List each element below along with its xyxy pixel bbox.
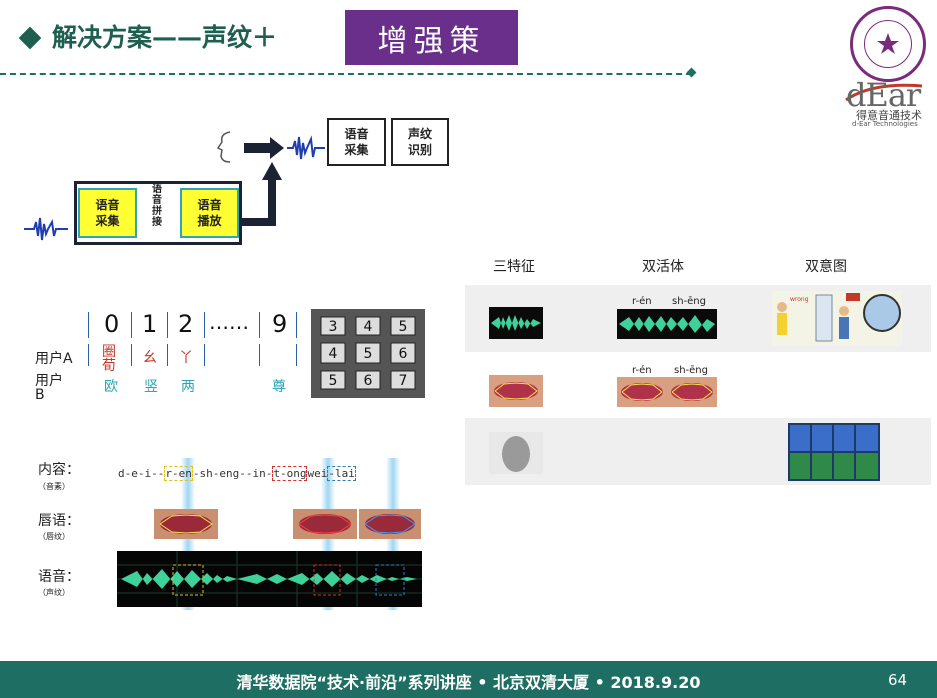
- row-separator: [259, 344, 260, 366]
- lip-blue-icon: [359, 509, 421, 539]
- user-a-cell-0: 圈荀: [102, 344, 116, 374]
- phoneme-highlight-tong: t-ong: [272, 466, 308, 481]
- top-capture-box: 语音 采集: [327, 118, 386, 166]
- header-dual-liveness: 双活体: [642, 259, 684, 275]
- row-separator: [167, 344, 168, 366]
- dear-logo-en: d-Ear Technologies: [852, 120, 918, 128]
- lip-thumb-icon: [489, 375, 543, 407]
- arrow-up-right-icon: [242, 162, 282, 226]
- attack-pipeline-box: [74, 181, 242, 245]
- svg-text:wrong: wrong: [790, 296, 809, 303]
- footer-text: 清华数据院“技术·前沿”系列讲座 • 北京双清大厦 • 2018.9.20: [236, 673, 701, 692]
- pinyin-sheng: sh-ēng: [674, 365, 708, 376]
- user-a-cell-2: 丫: [179, 350, 193, 366]
- waveform-left-icon: [24, 217, 68, 241]
- row-separator: [88, 344, 89, 366]
- svg-text:6: 6: [364, 373, 373, 389]
- divider-end-icon: [686, 67, 697, 78]
- lip-red-icon: [293, 509, 357, 539]
- digit-separator: [259, 312, 260, 338]
- page-title: 解决方案——声纹＋: [52, 23, 278, 52]
- svg-text:7: 7: [399, 373, 408, 389]
- svg-text:5: 5: [329, 373, 338, 389]
- speech-waveform-icon: [117, 551, 422, 607]
- pinyin-ren: r-én: [632, 365, 652, 376]
- pinyin-sheng: sh-ēng: [672, 296, 706, 307]
- svg-text:5: 5: [399, 319, 408, 335]
- dear-swoosh-icon: [845, 83, 923, 102]
- lip-label: 唇语：: [38, 513, 80, 529]
- seal-star-icon: [877, 33, 899, 54]
- digit-separator: [88, 312, 89, 338]
- digit-ellipsis: ……: [209, 310, 249, 334]
- digit-9: 9: [272, 310, 288, 338]
- digit-1: 1: [142, 310, 158, 338]
- phoneme-segment: wei: [307, 467, 328, 480]
- university-seal-inner-icon: [864, 20, 912, 68]
- dual-lip-icon: [617, 377, 717, 407]
- digit-2: 2: [178, 310, 194, 338]
- user-b-cell-0: 欧: [104, 379, 118, 395]
- face-3d-icon: [489, 432, 543, 474]
- phoneme-highlight-ren: r-en: [164, 466, 193, 481]
- dual-voiceprint-icon: [617, 309, 717, 339]
- header-dual-intent: 双意图: [805, 259, 847, 275]
- user-b-cell-4: 尊: [272, 379, 286, 395]
- phoneme-sequence: d-e-i--r-en-sh-eng--in-t-ongwei-lai: [118, 462, 356, 481]
- content-label: 内容：: [38, 462, 80, 478]
- phoneme-highlight-lai: -lai: [327, 466, 356, 481]
- left-play-box: 语音 播放: [180, 188, 239, 238]
- row-separator: [204, 344, 205, 366]
- user-a-cell-1: 幺: [143, 350, 157, 366]
- dual-intent-scene-icon: wrong: [772, 291, 902, 346]
- phoneme-segment: d-e-i--: [118, 467, 165, 480]
- title-divider: [0, 73, 692, 75]
- svg-text:3: 3: [329, 319, 338, 335]
- svg-text:4: 4: [364, 319, 373, 335]
- splice-label: 语音拼接: [152, 184, 162, 228]
- user-a-label: 用户A: [35, 351, 73, 367]
- user-b-cell-1: 竖: [144, 379, 158, 395]
- row-separator: [296, 344, 297, 366]
- top-recognition-box: 声纹 识别: [391, 118, 449, 166]
- row-separator: [131, 344, 132, 366]
- svg-text:5: 5: [364, 346, 373, 362]
- lip-yellow-icon: [154, 509, 218, 539]
- user-b-label: 用户B: [35, 373, 63, 403]
- digit-separator: [204, 312, 205, 338]
- digit-separator: [296, 312, 297, 338]
- content-sub-label: （音素）: [38, 482, 70, 491]
- page-number: 64: [888, 671, 908, 689]
- combination-lock-icon: 3 4 5 4 5 6 5 6 7: [311, 309, 425, 398]
- header-three-features: 三特征: [493, 259, 535, 275]
- dear-logo: dEar: [846, 76, 921, 114]
- user-b-cell-2: 两: [181, 379, 195, 395]
- phoneme-segment: -sh-eng--in-: [192, 467, 273, 480]
- svg-text:6: 6: [399, 346, 408, 362]
- digit-0: 0: [104, 310, 120, 338]
- svg-text:4: 4: [329, 346, 338, 362]
- face-grid-icon: [788, 423, 880, 481]
- digit-separator: [167, 312, 168, 338]
- digit-separator: [131, 312, 132, 338]
- voiceprint-thumb-icon: [489, 307, 543, 339]
- university-seal-icon: [850, 6, 926, 82]
- left-capture-box: 语音 采集: [78, 188, 137, 238]
- face-profile-icon: [216, 131, 231, 163]
- voice-sub-label: （声纹）: [38, 588, 70, 597]
- title-badge: 增强策: [345, 10, 518, 65]
- dear-logo-cn: 得意音通技术: [856, 109, 922, 122]
- footer-bar: [0, 661, 937, 698]
- arrow-right-icon: [244, 137, 284, 159]
- title-bullet-icon: [18, 26, 42, 50]
- voice-label: 语音：: [38, 569, 80, 585]
- pinyin-ren: r-én: [632, 296, 652, 307]
- waveform-top-icon: [287, 135, 325, 160]
- lip-sub-label: （唇纹）: [38, 532, 70, 541]
